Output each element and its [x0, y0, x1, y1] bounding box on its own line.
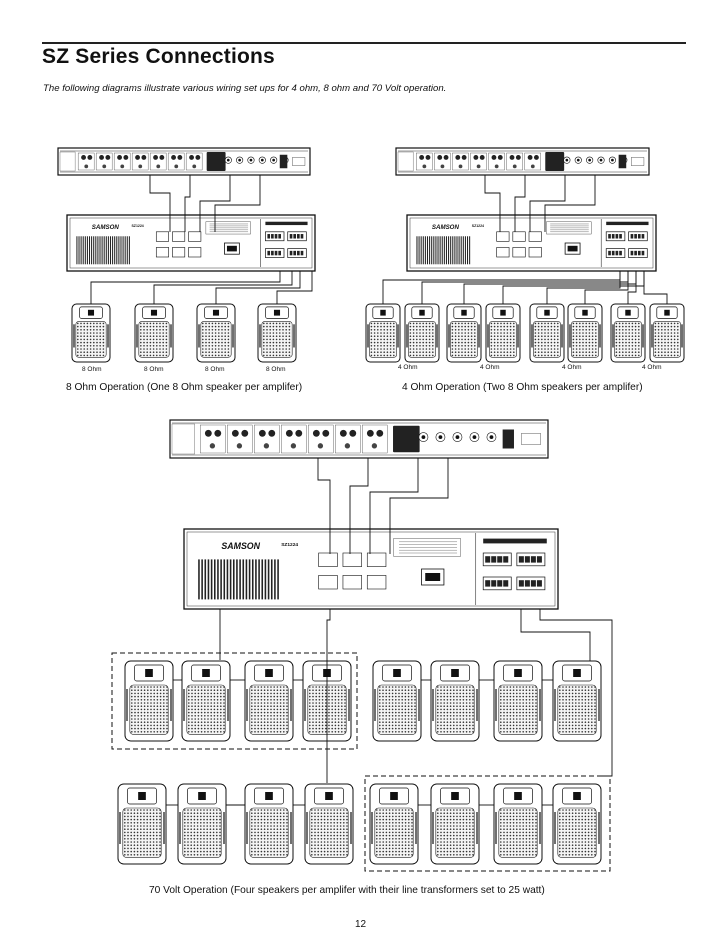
- header-rule: [42, 42, 686, 44]
- speaker-70v-row1-6: [430, 660, 480, 742]
- wire-8ohm-output-2: [153, 271, 293, 304]
- wire-4ohm-input-3: [529, 175, 566, 232]
- speaker-70v-row2-6: [430, 783, 480, 865]
- wire-4ohm-output-2: [421, 271, 629, 304]
- speaker-70v-row2-1: [117, 783, 167, 865]
- speaker-units: [71, 303, 685, 865]
- speaker-70v-row1-5: [372, 660, 422, 742]
- wire-4ohm-input-1: [484, 175, 501, 232]
- speaker-8ohm-1: [71, 303, 111, 363]
- wire-70v-input-1: [317, 458, 331, 554]
- wire-8ohm-input-2: [184, 175, 191, 232]
- speaker-4ohm-1: [365, 303, 401, 363]
- speaker-70v-row2-5: [369, 783, 419, 865]
- speaker-group-box-2: [364, 775, 611, 872]
- wire-8ohm-output-1: [90, 271, 281, 304]
- amplifier-4ohm: SAMSON SZ1224: [406, 214, 657, 272]
- wire-70v-input-4: [389, 458, 449, 554]
- amplifier-70v: SAMSON SZ1224: [183, 528, 559, 610]
- svg-text:SZ1224: SZ1224: [131, 224, 143, 228]
- speaker-70v-row2-4: [304, 783, 354, 865]
- speaker-4ohm-5: [529, 303, 565, 363]
- speaker-group-boxes: [111, 652, 611, 872]
- mixer-units: [57, 147, 650, 459]
- speaker-70v-row2-8: [552, 783, 602, 865]
- speaker-label-8ohm-2: 8 Ohm: [144, 366, 164, 373]
- speaker-70v-row2-3: [244, 783, 294, 865]
- speaker-group-box-1: [111, 652, 358, 750]
- svg-text:SAMSON: SAMSON: [221, 541, 260, 551]
- page-title: SZ Series Connections: [42, 45, 275, 68]
- caption-4ohm: 4 Ohm Operation (Two 8 Ohm speakers per …: [402, 382, 643, 393]
- svg-text:SZ1224: SZ1224: [472, 224, 484, 228]
- speaker-8ohm-2: [134, 303, 174, 363]
- speaker-8ohm-4: [257, 303, 297, 363]
- speaker-label-4ohm-1: 4 Ohm: [398, 364, 418, 371]
- page-subtitle: The following diagrams illustrate variou…: [43, 83, 447, 94]
- svg-text:SAMSON: SAMSON: [432, 224, 460, 231]
- wire-4ohm-output-7: [627, 271, 637, 304]
- speaker-70v-row1-3: [244, 660, 294, 742]
- speaker-70v-row2-7: [493, 783, 543, 865]
- wire-8ohm-output-3: [215, 271, 301, 304]
- page-number: 12: [355, 919, 367, 930]
- speaker-70v-row1-2: [181, 660, 231, 742]
- speaker-label-4ohm-4: 4 Ohm: [642, 364, 662, 371]
- wire-70v-group3-feed: [326, 609, 331, 783]
- wire-4ohm-output-1: [382, 271, 621, 304]
- caption-70v: 70 Volt Operation (Four speakers per amp…: [149, 885, 545, 896]
- speaker-4ohm-2: [404, 303, 440, 363]
- mixer-8ohm: [57, 147, 311, 176]
- wire-4ohm-output-6: [584, 271, 629, 304]
- speaker-label-8ohm-4: 8 Ohm: [266, 366, 286, 373]
- speaker-4ohm-6: [567, 303, 603, 363]
- svg-text:SAMSON: SAMSON: [92, 224, 120, 231]
- speaker-4ohm-3: [446, 303, 482, 363]
- speaker-4ohm-7: [610, 303, 646, 363]
- speaker-label-4ohm-2: 4 Ohm: [480, 364, 500, 371]
- speaker-70v-row1-7: [493, 660, 543, 742]
- wire-8ohm-input-1: [149, 175, 171, 232]
- wire-4ohm-input-4: [544, 175, 596, 232]
- amplifier-8ohm: SAMSON SZ1224: [66, 214, 316, 272]
- speaker-70v-row1-1: [124, 660, 174, 742]
- caption-8ohm: 8 Ohm Operation (One 8 Ohm speaker per a…: [66, 382, 303, 393]
- wire-70v-input-2: [349, 458, 369, 554]
- wire-8ohm-output-4: [276, 271, 313, 304]
- speaker-label-4ohm-3: 4 Ohm: [562, 364, 582, 371]
- svg-text:SZ1224: SZ1224: [281, 542, 298, 548]
- wire-4ohm-output-5: [546, 271, 621, 304]
- wire-70v-input-3: [369, 458, 419, 554]
- wire-4ohm-output-4: [502, 271, 645, 304]
- wire-4ohm-output-8: [643, 271, 668, 304]
- mixer-70v: [169, 419, 549, 459]
- mixer-4ohm: [395, 147, 650, 176]
- speaker-label-8ohm-1: 8 Ohm: [82, 366, 102, 373]
- speaker-4ohm-8: [649, 303, 685, 363]
- wire-70v-group2-feed: [520, 609, 591, 661]
- speaker-8ohm-3: [196, 303, 236, 363]
- wire-8ohm-input-4: [214, 175, 261, 232]
- speaker-label-8ohm-3: 8 Ohm: [205, 366, 225, 373]
- wire-8ohm-input-3: [199, 175, 231, 232]
- speaker-70v-row2-2: [177, 783, 227, 865]
- wire-4ohm-input-2: [514, 175, 526, 232]
- wire-4ohm-output-3: [463, 271, 637, 304]
- speaker-70v-row1-8: [552, 660, 602, 742]
- speaker-4ohm-4: [485, 303, 521, 363]
